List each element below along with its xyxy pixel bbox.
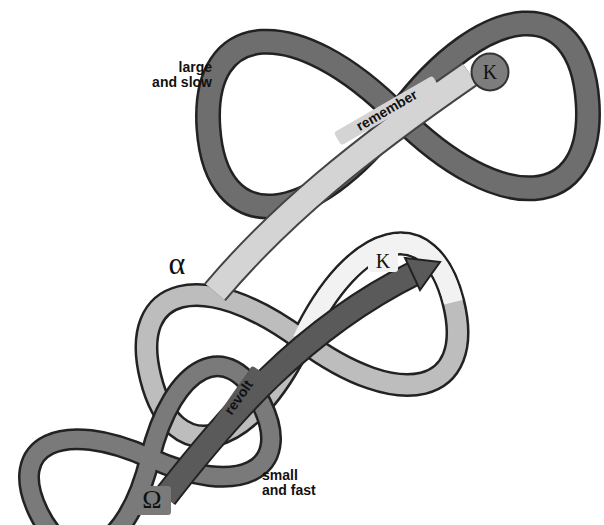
phase-symbol: K: [483, 61, 497, 84]
scale-label: small and fast: [262, 468, 324, 499]
phase-symbol: Ω: [133, 486, 171, 515]
scale-label: large and slow: [150, 60, 212, 91]
small-cycle: [14, 353, 286, 525]
revolt-ribbon: [165, 258, 440, 497]
phase-circle: K: [470, 52, 510, 92]
phase-symbol: K: [368, 250, 398, 272]
remember-ribbon: [215, 74, 470, 292]
phase-symbol: α: [160, 246, 194, 281]
